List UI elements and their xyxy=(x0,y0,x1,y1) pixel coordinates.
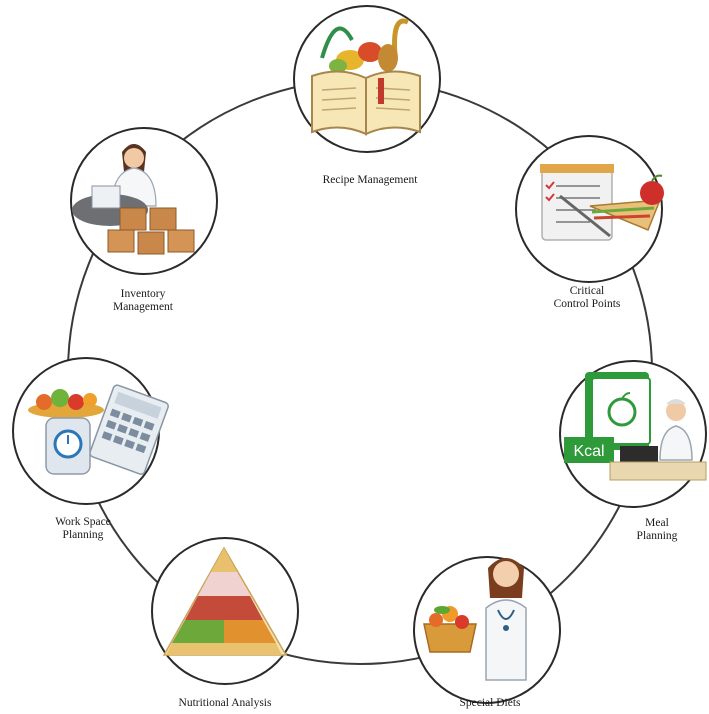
boxes-clerk-icon xyxy=(72,144,195,255)
checklist-sandwich-icon xyxy=(540,164,664,241)
label-line: Critical xyxy=(569,285,605,297)
label-line: Special Diets xyxy=(459,697,521,709)
label-line: Recipe Management xyxy=(322,174,418,186)
node-meal-planning: Kcal xyxy=(559,360,707,508)
scale-calculator-icon xyxy=(28,384,169,475)
label-meal-planning: Meal Planning xyxy=(612,517,702,543)
label-nutritional-analysis: Nutritional Analysis xyxy=(150,697,300,710)
label-line: Planning xyxy=(62,529,104,541)
dietitian-icon xyxy=(423,558,527,681)
node-nutritional-analysis xyxy=(151,537,299,685)
label-line: Control Points xyxy=(553,298,621,310)
node-recipe-management xyxy=(293,5,441,153)
node-critical-control-points xyxy=(515,135,664,283)
label-critical-control-points: Critical Control Points xyxy=(522,285,652,311)
label-line: Work Space xyxy=(55,516,111,528)
kcal-badge-text: Kcal xyxy=(573,443,604,460)
label-work-space-planning: Work Space Planning xyxy=(28,516,138,542)
food-pyramid-icon xyxy=(162,546,288,656)
label-line: Inventory xyxy=(120,288,166,300)
label-line: Planning xyxy=(636,530,678,542)
recipe-book-icon xyxy=(311,18,421,136)
label-recipe-management: Recipe Management xyxy=(290,174,450,187)
label-line: Nutritional Analysis xyxy=(178,697,272,709)
kcal-doctor-icon: Kcal xyxy=(564,372,707,481)
label-line: Management xyxy=(112,301,174,313)
label-line: Meal xyxy=(645,517,669,529)
label-inventory-management: Inventory Management xyxy=(88,288,198,314)
node-inventory-management xyxy=(70,127,218,275)
label-special-diets: Special Diets xyxy=(430,697,550,710)
node-work-space-planning xyxy=(12,357,169,505)
node-special-diets xyxy=(413,556,561,704)
